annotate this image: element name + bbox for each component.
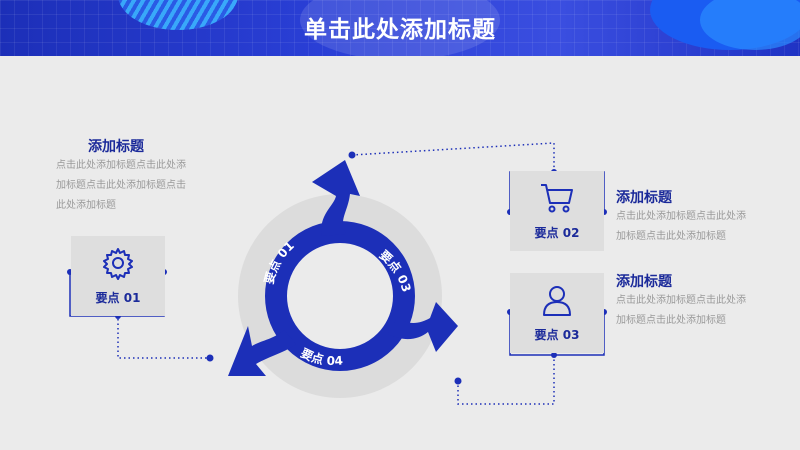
connector-left — [117, 319, 210, 359]
page-title[interactable]: 单击此处添加标题 — [304, 17, 496, 43]
arrow-left — [228, 326, 296, 376]
point-heading-03: 添加标题 — [616, 274, 672, 290]
connector-bottom — [457, 355, 555, 405]
gear-icon — [71, 246, 165, 280]
point-card-01[interactable]: 要点 01 — [71, 236, 165, 316]
point-card-02[interactable]: 要点 02 — [510, 171, 604, 251]
point-body-01: 点击此处添加标题点击此处添加标题点击此处添加标题点击此处添加标题 — [56, 160, 186, 211]
point-body-02: 点击此处添加标题点击此处添加标题点击此处添加标题 — [616, 211, 746, 242]
arrow-right — [388, 302, 458, 352]
cycle-arrows — [228, 160, 458, 376]
connector-lines — [117, 142, 555, 405]
point-heading-02: 添加标题 — [616, 190, 672, 206]
arrow-top — [312, 160, 360, 236]
point-heading-01: 添加标题 — [88, 139, 144, 155]
connector-dot — [454, 377, 462, 385]
connector-dots — [206, 151, 462, 385]
header-banner: 单击此处添加标题 — [0, 0, 800, 56]
point-label-01: 要点 01 — [95, 291, 141, 305]
connector-dot — [206, 354, 214, 362]
point-label-03: 要点 03 — [534, 328, 580, 342]
shopping-cart-icon — [510, 181, 604, 215]
header-decoration-right-2 — [700, 0, 800, 50]
cycle-ring-hole — [285, 241, 395, 351]
header-glow — [300, 0, 500, 56]
point-card-03[interactable]: 要点 03 — [510, 273, 604, 353]
connector-dot — [348, 151, 356, 159]
point-label-02: 要点 02 — [534, 226, 580, 240]
user-icon — [510, 283, 604, 317]
point-body-03: 点击此处添加标题点击此处添加标题点击此处添加标题 — [616, 295, 746, 326]
